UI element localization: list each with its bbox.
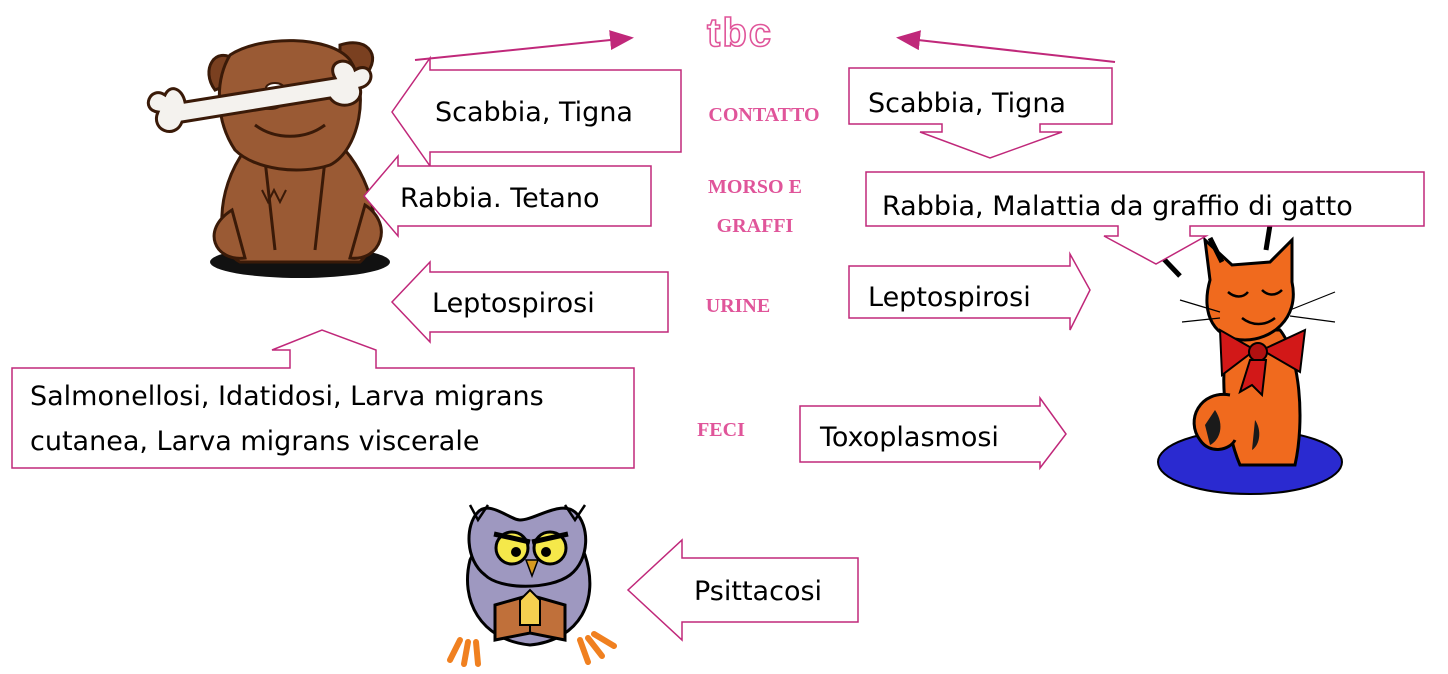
owl-psittacosi-label: Psittacosi — [694, 576, 822, 607]
category-contatto: CONTATTO — [708, 104, 819, 126]
shared-feci-line2: cutanea, Larva migrans viscerale — [30, 426, 479, 457]
dog-morso-label: Rabbia. Tetano — [400, 183, 599, 214]
cat-feci-label: Toxoplasmosi — [819, 422, 999, 453]
dog-contatto-label: Scabbia, Tigna — [435, 97, 633, 128]
cat-urine-arrow-box — [848, 251, 1091, 331]
owl-psittacosi-arrow-box — [626, 538, 859, 642]
dog-illustration — [146, 39, 390, 278]
dog-to-tbc-arrow — [414, 30, 634, 61]
cat-contatto-label: Scabbia, Tigna — [868, 88, 1066, 119]
category-morso-line2: GRAFFI — [717, 215, 794, 237]
dog-morso-arrow-box — [363, 153, 652, 239]
cat-contatto-arrow-box — [848, 67, 1113, 159]
shared-feci-arrow-box — [11, 329, 635, 469]
shared-feci-line1: Salmonellosi, Idatidosi, Larva migrans — [30, 381, 544, 412]
dog-urine-arrow-box — [390, 260, 669, 344]
cat-illustration — [1157, 224, 1343, 495]
cat-to-tbc-arrow — [896, 30, 1116, 63]
cat-urine-label: Leptospirosi — [868, 282, 1031, 313]
dog-contatto-arrow-box — [391, 55, 682, 169]
tbc-title: tbc — [707, 11, 773, 55]
owl-illustration — [447, 504, 617, 667]
cat-morso-label: Rabbia, Malattia da graffio di gatto — [882, 191, 1353, 222]
cat-morso-arrow-box — [865, 171, 1425, 265]
category-feci: FECI — [697, 419, 745, 441]
category-morso-line1: MORSO E — [708, 176, 802, 198]
category-urine: URINE — [706, 295, 770, 317]
dog-urine-label: Leptospirosi — [432, 288, 595, 319]
cat-feci-arrow-box — [799, 395, 1067, 471]
